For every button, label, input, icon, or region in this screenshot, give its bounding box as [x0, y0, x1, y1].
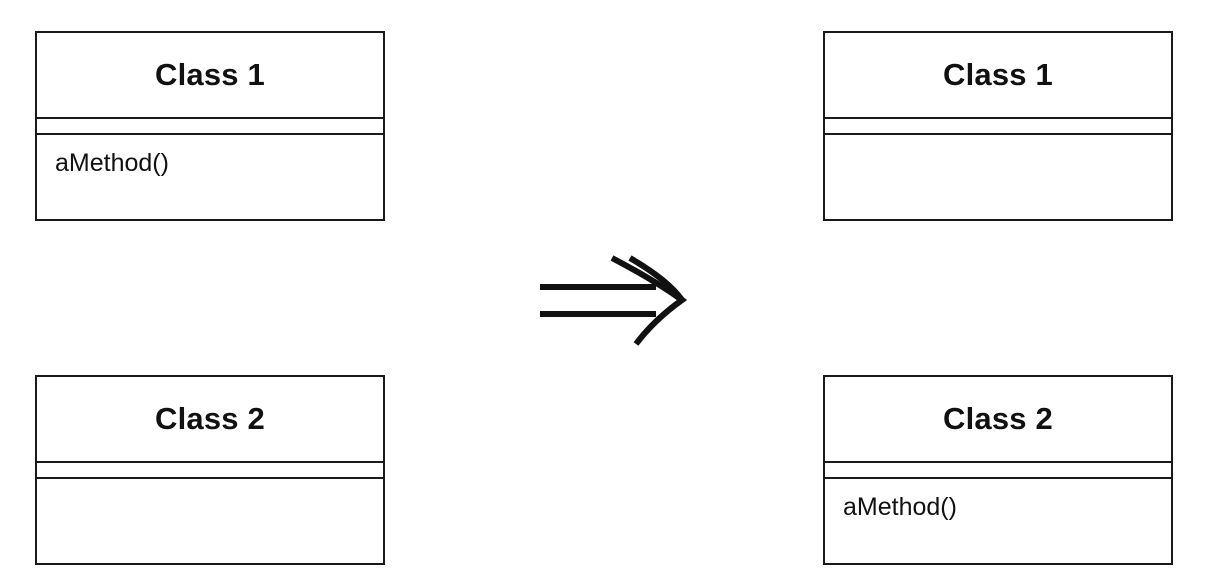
method-item: aMethod()	[55, 149, 169, 177]
methods-compartment	[37, 479, 383, 563]
method-item: aMethod()	[843, 493, 957, 521]
class-name: Class 1	[825, 33, 1171, 119]
methods-compartment: aMethod()	[825, 479, 1171, 563]
attributes-compartment	[37, 463, 383, 479]
class-name: Class 2	[37, 377, 383, 463]
class1-box-after: Class 1	[823, 31, 1173, 221]
attributes-compartment	[825, 463, 1171, 479]
implies-arrow-icon	[540, 255, 688, 346]
class-name: Class 2	[825, 377, 1171, 463]
methods-compartment: aMethod()	[37, 135, 383, 219]
methods-compartment	[825, 135, 1171, 219]
class-name: Class 1	[37, 33, 383, 119]
class1-box-before: Class 1 aMethod()	[35, 31, 385, 221]
class2-box-before: Class 2	[35, 375, 385, 565]
attributes-compartment	[825, 119, 1171, 135]
attributes-compartment	[37, 119, 383, 135]
class2-box-after: Class 2 aMethod()	[823, 375, 1173, 565]
